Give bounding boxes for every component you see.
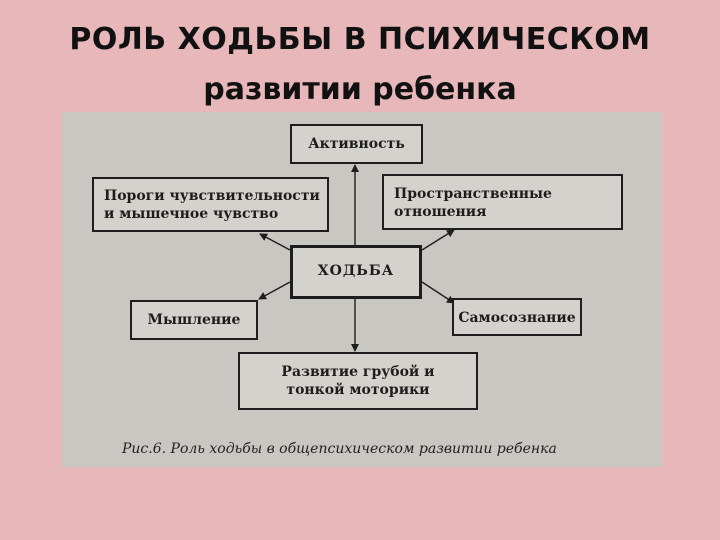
box-walking: ХОДЬБА bbox=[290, 245, 422, 299]
arrow-to-self-awareness bbox=[421, 281, 455, 304]
arrow-to-spatial-relations bbox=[421, 229, 455, 251]
box-activity-label: Активность bbox=[308, 136, 405, 152]
box-spatial-relations-line-1: Пространственные bbox=[394, 186, 552, 202]
box-thinking-label: Мышление bbox=[147, 312, 241, 328]
box-motor-skills: Развитие грубой и тонкой моторики bbox=[238, 352, 478, 410]
box-self-awareness: Самосознание bbox=[452, 298, 582, 336]
scanned-diagram-image: Активность Пороги чувствительности и мыш… bbox=[62, 112, 662, 467]
slide-title-line-2: развитии ребенка bbox=[203, 72, 517, 107]
box-thinking: Мышление bbox=[130, 300, 258, 340]
box-activity: Активность bbox=[290, 124, 423, 164]
box-thresholds: Пороги чувствительности и мышечное чувст… bbox=[92, 177, 329, 232]
box-motor-skills-line-2: тонкой моторики bbox=[286, 382, 430, 398]
box-thresholds-line-2: и мышечное чувство bbox=[104, 206, 279, 222]
box-thresholds-line-1: Пороги чувствительности bbox=[104, 188, 320, 204]
slide-title-line-1: РОЛЬ ХОДЬБЫ В ПСИХИЧЕСКОМ bbox=[69, 22, 651, 57]
box-spatial-relations: Пространственные отношения bbox=[382, 174, 623, 230]
connector-arrows bbox=[258, 164, 455, 352]
box-walking-label: ХОДЬБА bbox=[317, 263, 395, 279]
box-motor-skills-line-1: Развитие грубой и bbox=[281, 364, 435, 380]
figure-caption: Рис.6. Роль ходьбы в общепсихическом раз… bbox=[122, 441, 557, 457]
arrow-to-thresholds bbox=[259, 233, 291, 251]
box-spatial-relations-line-2: отношения bbox=[394, 204, 487, 220]
box-self-awareness-label: Самосознание bbox=[458, 310, 576, 326]
arrow-to-thinking bbox=[258, 281, 291, 300]
